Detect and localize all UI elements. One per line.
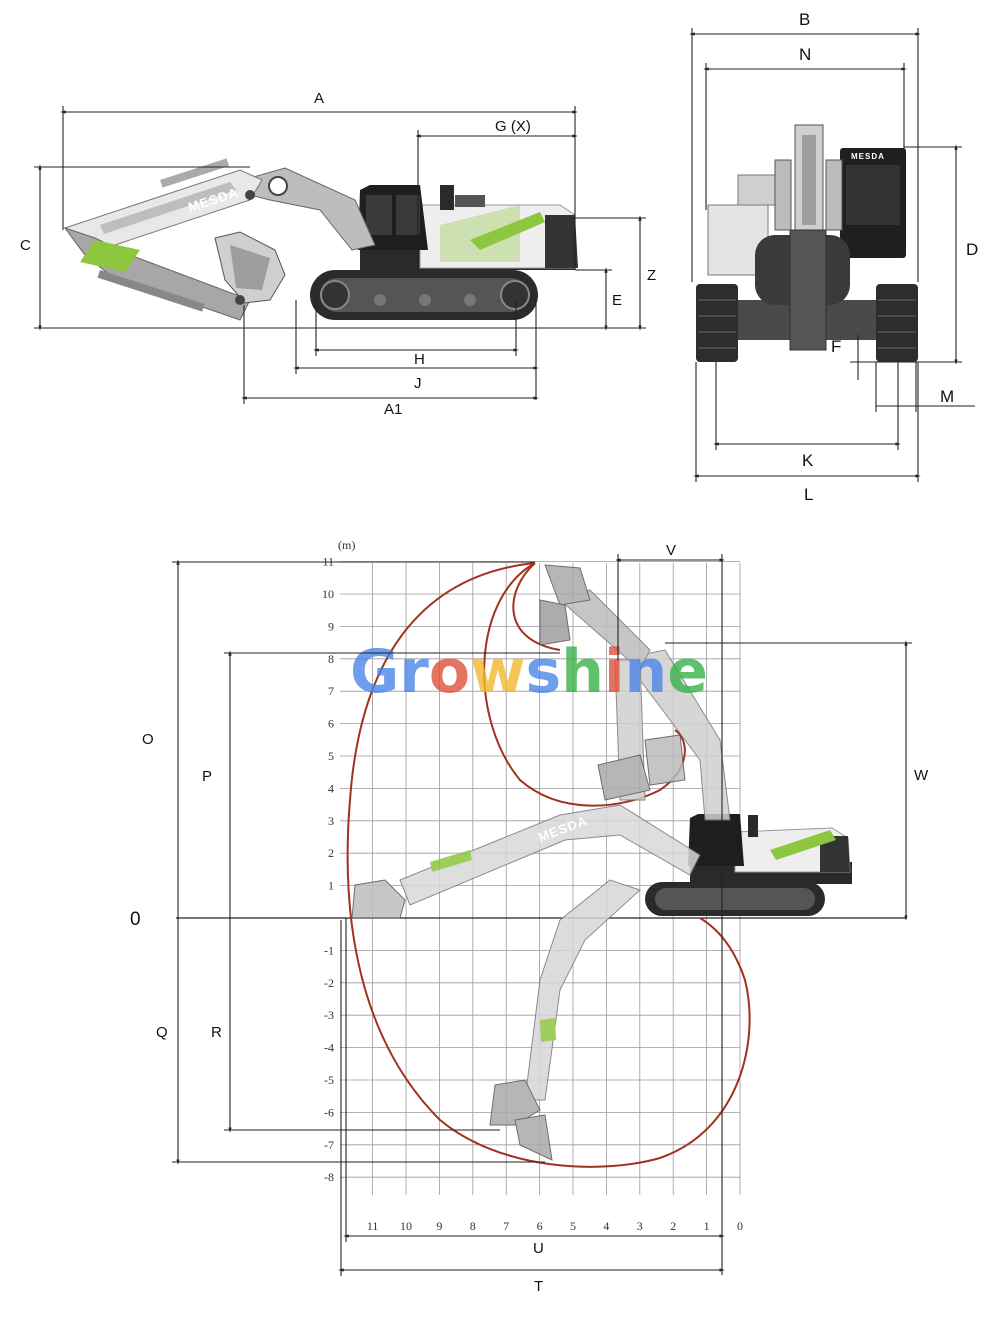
- x-tick-label: 7: [503, 1219, 509, 1233]
- dim-L: L: [804, 485, 813, 504]
- watermark-letter: G: [350, 637, 399, 707]
- y-tick-label: -2: [324, 976, 334, 990]
- front-view: MESDA B N D F: [689, 10, 978, 504]
- y-tick-label: -7: [324, 1138, 334, 1152]
- dim-R: R: [211, 1024, 222, 1041]
- watermark-letter: o: [429, 637, 470, 707]
- dim-F: F: [831, 337, 841, 356]
- x-tick-label: 8: [470, 1219, 476, 1233]
- watermark-letter: e: [667, 637, 708, 707]
- watermark-letter: i: [604, 637, 625, 707]
- x-tick-label: 5: [570, 1219, 576, 1233]
- y-tick-label: 1: [328, 879, 334, 893]
- x-tick-label: 6: [537, 1219, 543, 1233]
- x-tick-label: 2: [670, 1219, 676, 1233]
- y-tick-label: 3: [328, 814, 334, 828]
- dim-O: O: [142, 731, 154, 748]
- dim-Q: Q: [156, 1024, 168, 1041]
- dim-C: C: [20, 237, 31, 254]
- x-tick-label: 3: [637, 1219, 643, 1233]
- dim-P: P: [202, 768, 212, 785]
- dim-G: G (X): [495, 118, 531, 135]
- side-arm: [63, 227, 251, 321]
- dim-E: E: [612, 292, 622, 309]
- front-dimensions: B N D F M K L: [689, 10, 978, 504]
- y-tick-label: 9: [328, 619, 334, 633]
- front-right-track: [876, 284, 918, 362]
- zero-label: 0: [130, 909, 141, 930]
- dim-T: T: [534, 1278, 543, 1295]
- y-tick-label: 4: [328, 781, 334, 795]
- y-tick-label: -1: [324, 943, 334, 957]
- watermark-letter: r: [399, 637, 429, 707]
- growshine-watermark: Growshine: [350, 637, 708, 707]
- dim-J: J: [414, 375, 422, 392]
- y-tick-label: 8: [328, 652, 334, 666]
- x-tick-label: 11: [367, 1219, 379, 1233]
- dim-B: B: [799, 10, 810, 29]
- dim-V: V: [666, 542, 676, 559]
- dim-D: D: [966, 240, 978, 259]
- x-tick-label: 1: [704, 1219, 710, 1233]
- dim-K: K: [802, 451, 814, 470]
- y-tick-label: -4: [324, 1041, 334, 1055]
- front-brand-label: MESDA: [851, 152, 885, 161]
- range-excavator: [645, 814, 852, 916]
- y-tick-label: 10: [322, 587, 334, 601]
- side-upper-body: [358, 185, 578, 270]
- y-tick-label: 7: [328, 684, 334, 698]
- side-bucket: [214, 231, 286, 305]
- dim-A: A: [314, 90, 324, 107]
- y-tick-label: 6: [328, 717, 334, 731]
- dim-U: U: [533, 1240, 544, 1257]
- x-tick-label: 9: [436, 1219, 442, 1233]
- y-tick-label: -5: [324, 1073, 334, 1087]
- front-left-track: [696, 284, 738, 362]
- dim-H: H: [414, 351, 425, 368]
- x-tick-label: 4: [603, 1219, 609, 1233]
- dim-W: W: [914, 767, 929, 784]
- x-tick-label: 0: [737, 1219, 743, 1233]
- y-tick-label: 2: [328, 846, 334, 860]
- front-boom: [774, 124, 843, 351]
- side-dimensions: A G (X) C Z E H J A1: [20, 90, 656, 418]
- dim-N: N: [799, 45, 811, 64]
- dim-Z: Z: [647, 267, 656, 284]
- range-dimensions: V O P W Q R U T: [142, 542, 929, 1295]
- x-tick-label: 10: [400, 1219, 412, 1233]
- watermark-letter: n: [625, 637, 668, 707]
- side-track: [310, 270, 538, 320]
- watermark-letter: w: [470, 637, 525, 707]
- y-tick-label: -3: [324, 1008, 334, 1022]
- unit-label: (m): [338, 538, 355, 552]
- watermark-letter: h: [561, 637, 604, 707]
- y-tick-label: -6: [324, 1105, 334, 1119]
- side-view: MESDA A G (X) C: [20, 90, 656, 418]
- dim-A1: A1: [384, 401, 402, 418]
- watermark-letter: s: [526, 637, 562, 707]
- y-tick-label: -8: [324, 1170, 334, 1184]
- y-tick-label: 5: [328, 749, 334, 763]
- dim-M: M: [940, 387, 954, 406]
